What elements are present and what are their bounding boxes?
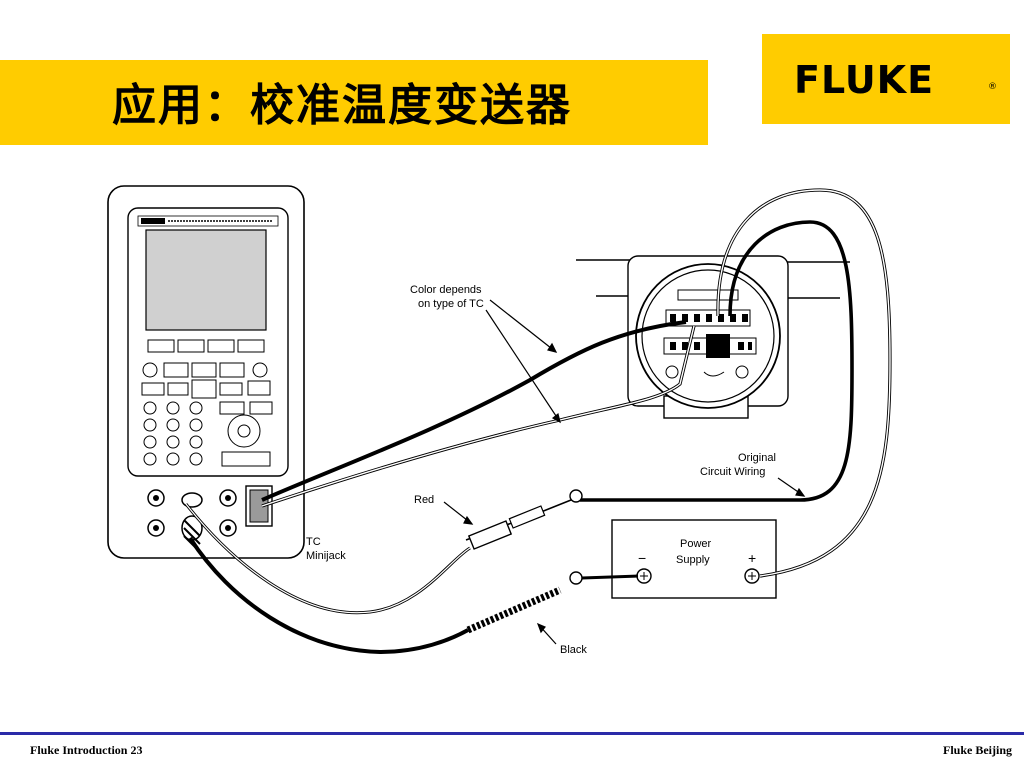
tc-wires (261, 320, 696, 508)
label-tc-line2: Minijack (306, 550, 346, 562)
registered-mark: ® (988, 82, 997, 92)
original-circuit-wiring (580, 188, 892, 578)
label-red: Red (414, 494, 435, 506)
label-power-line1: Power (680, 538, 712, 550)
fluke-logo: FLUKE (794, 58, 935, 102)
label-black: Black (560, 644, 587, 656)
footer-rule (0, 732, 1024, 735)
slide-title: 应用：校准温度变送器 (112, 80, 572, 131)
label-color-depends-line2: on type of TC (418, 298, 484, 310)
logo-box (762, 34, 1010, 124)
calibrator-display (145, 229, 267, 331)
label-tc-line1: TC (306, 536, 321, 548)
title-band (0, 60, 708, 145)
footer-right-text: Fluke Beijing (942, 743, 1012, 757)
label-color-depends-line1: Color depends (410, 284, 482, 296)
leader-lines (443, 299, 806, 645)
power-supply (611, 519, 777, 599)
label-plus: + (748, 550, 757, 566)
footer-left-text: Fluke Introduction 23 (30, 743, 143, 757)
label-original-line1: Original (738, 452, 776, 464)
label-original-line2: Circuit Wiring (700, 466, 766, 478)
label-power-line2: Supply (676, 554, 710, 566)
label-minus: − (638, 550, 647, 566)
red-test-lead (184, 489, 583, 615)
black-test-lead (188, 536, 639, 655)
temperature-transmitter (576, 255, 850, 419)
